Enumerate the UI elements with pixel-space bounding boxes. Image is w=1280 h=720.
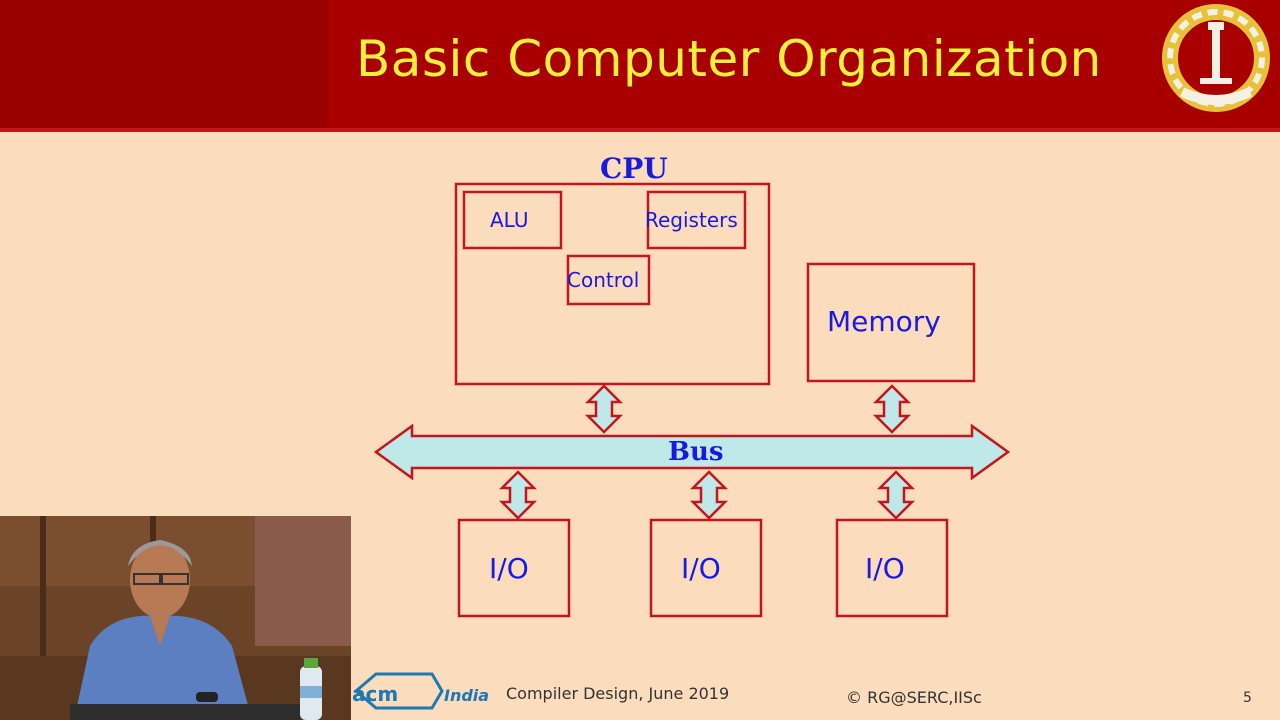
io-box-1: [457, 518, 571, 618]
io1-bus-connector: [498, 470, 538, 520]
io2-bus-connector: [689, 470, 729, 520]
memory-label: Memory: [827, 305, 941, 338]
memory-bus-connector: [872, 384, 912, 434]
bus-label: Bus: [668, 437, 724, 467]
iisc-logo-icon: [1162, 4, 1270, 112]
io-label-3: I/O: [865, 552, 905, 585]
presenter-image: [0, 516, 351, 720]
control-box: [566, 254, 651, 306]
acm-india-text: India: [444, 686, 490, 705]
footer-copyright: © RG@SERC,IISc: [846, 688, 982, 707]
io-box-2: [649, 518, 763, 618]
cpu-bus-connector: [584, 384, 624, 434]
cpu-label: CPU: [600, 152, 668, 185]
slide-header: Basic Computer Organization: [0, 0, 1280, 132]
acm-logo-icon: [353, 672, 444, 710]
slide-title: Basic Computer Organization: [356, 30, 1102, 88]
bus-arrow: [373, 423, 1011, 481]
cpu-box: [454, 182, 771, 386]
page-number: 5: [1243, 690, 1252, 706]
footer-course-title: Compiler Design, June 2019: [506, 684, 730, 703]
acm-logo-text: acm: [352, 682, 399, 706]
header-left-panel: [0, 0, 328, 128]
presenter-video-inset: [0, 516, 351, 720]
registers-label: Registers: [645, 208, 738, 232]
alu-label: ALU: [490, 208, 529, 232]
control-label: Control: [567, 268, 640, 292]
alu-box: [462, 190, 563, 250]
registers-box: [646, 190, 747, 250]
memory-box: [806, 262, 976, 383]
io-label-1: I/O: [489, 552, 529, 585]
io-label-2: I/O: [681, 552, 721, 585]
io-box-3: [835, 518, 949, 618]
io3-bus-connector: [876, 470, 916, 520]
